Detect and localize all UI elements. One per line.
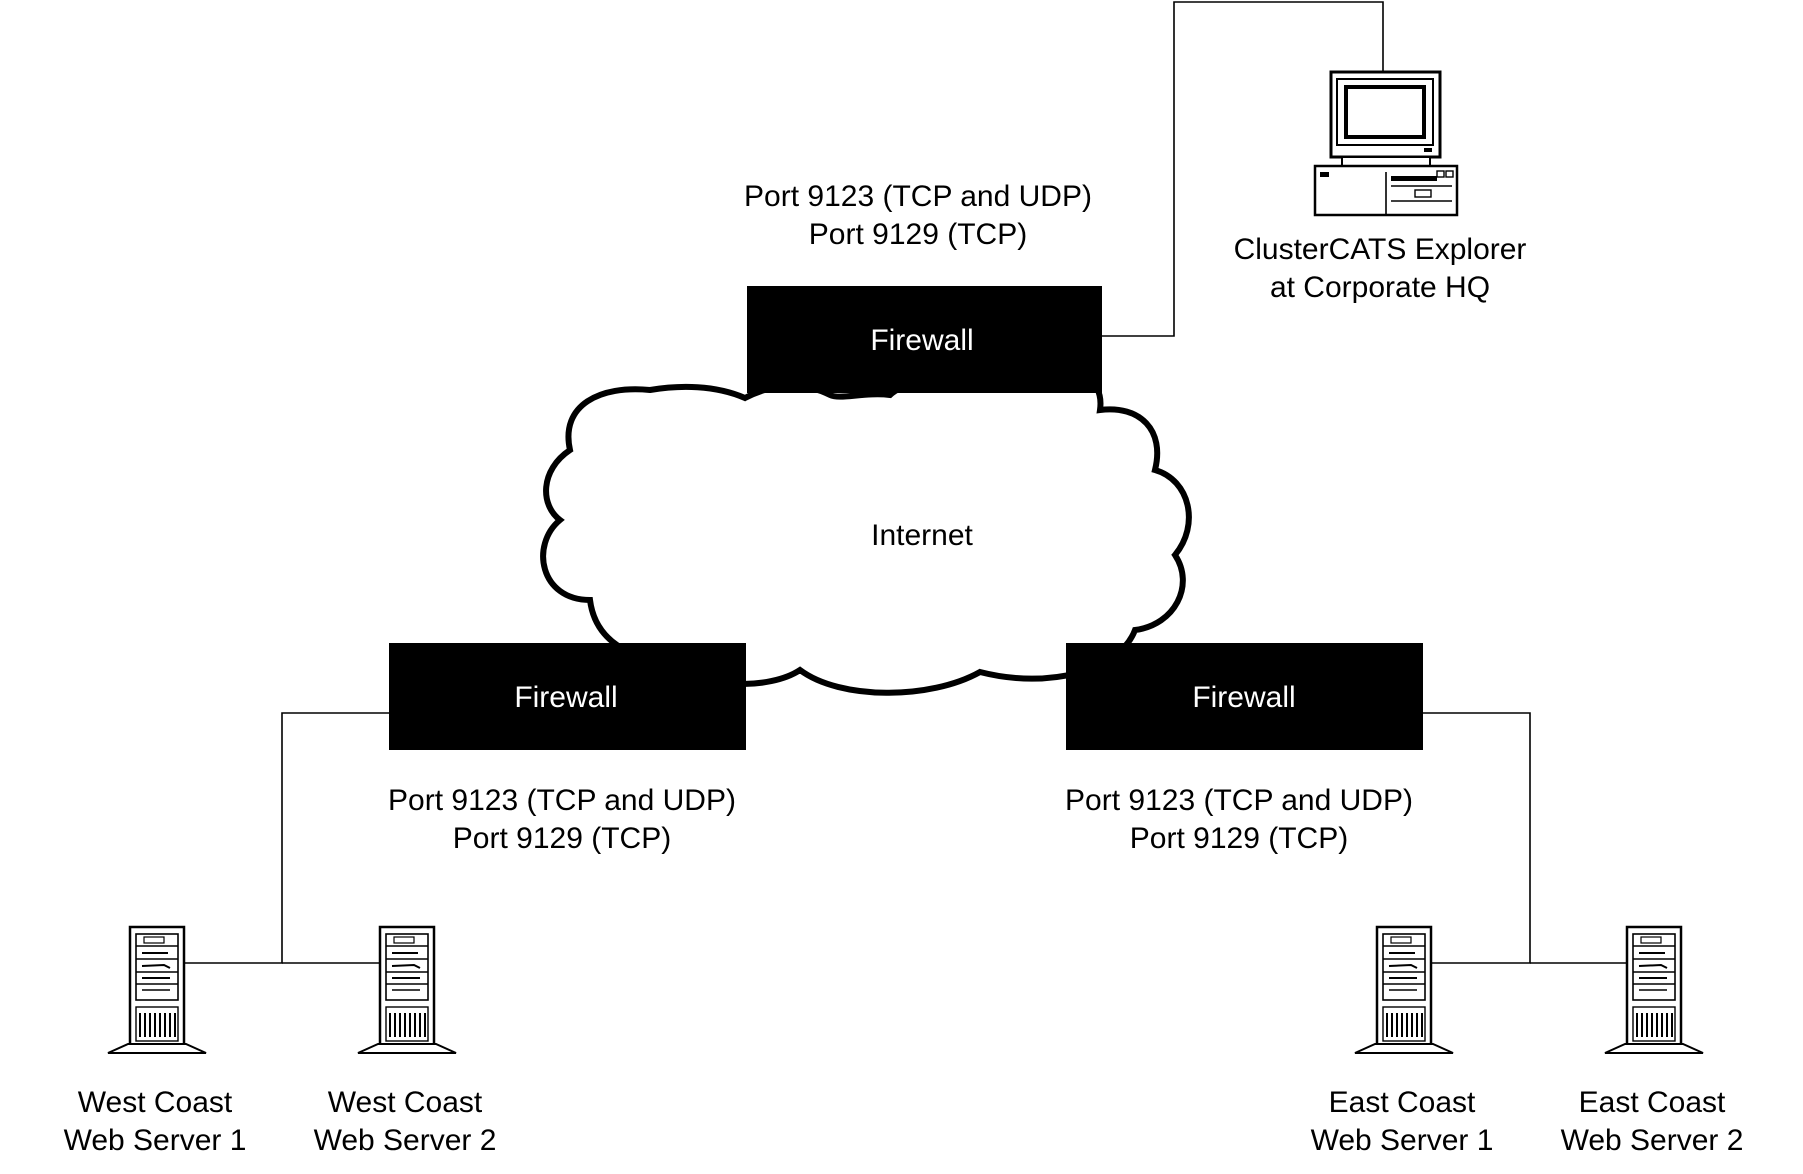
server-west-2-label-line-2: Web Server 2 [314, 1124, 497, 1157]
firewall-top-label: Firewall [870, 324, 973, 357]
server-east-2: East Coast Web Server 2 [1561, 925, 1744, 1157]
east-port-line-1: Port 9123 (TCP and UDP) [1065, 784, 1413, 817]
internet-label: Internet [871, 519, 973, 552]
workstation-label-line-2: at Corporate HQ [1270, 271, 1490, 304]
firewall-east-label: Firewall [1192, 681, 1295, 714]
firewall-west: Firewall [389, 643, 746, 750]
server-east-2-label-line-2: Web Server 2 [1561, 1124, 1744, 1157]
east-connection-line [1404, 712, 1531, 964]
east-port-line-2: Port 9129 (TCP) [1130, 822, 1348, 855]
west-port-line-1: Port 9123 (TCP and UDP) [388, 784, 736, 817]
tower-server-icon [1603, 925, 1705, 1055]
server-west-1-label-line-2: Web Server 1 [64, 1124, 247, 1157]
workstation-icon [1313, 70, 1459, 217]
server-east-1-label-line-1: East Coast [1329, 1086, 1476, 1119]
west-port-line-2: Port 9129 (TCP) [453, 822, 671, 855]
internet-cloud [540, 356, 1192, 696]
server-east-1: East Coast Web Server 1 [1311, 925, 1494, 1157]
workstation-label-line-1: ClusterCATS Explorer [1234, 233, 1527, 266]
top-port-line-1: Port 9123 (TCP and UDP) [744, 180, 1092, 213]
firewall-west-label: Firewall [514, 681, 617, 714]
firewall-east: Firewall [1066, 643, 1423, 750]
west-connection-line [157, 712, 389, 964]
tower-server-icon [106, 925, 208, 1055]
server-west-1-label-line-1: West Coast [78, 1086, 233, 1119]
hq-connection-line [1101, 1, 1384, 337]
top-port-line-2: Port 9129 (TCP) [809, 218, 1027, 251]
tower-server-icon [1353, 925, 1455, 1055]
server-west-1: West Coast Web Server 1 [64, 925, 247, 1157]
server-west-2: West Coast Web Server 2 [314, 925, 497, 1157]
tower-server-icon [356, 925, 458, 1055]
server-east-2-label-line-1: East Coast [1579, 1086, 1726, 1119]
server-west-2-label-line-1: West Coast [328, 1086, 483, 1119]
server-east-1-label-line-2: Web Server 1 [1311, 1124, 1494, 1157]
firewall-top: Firewall [747, 286, 1102, 393]
